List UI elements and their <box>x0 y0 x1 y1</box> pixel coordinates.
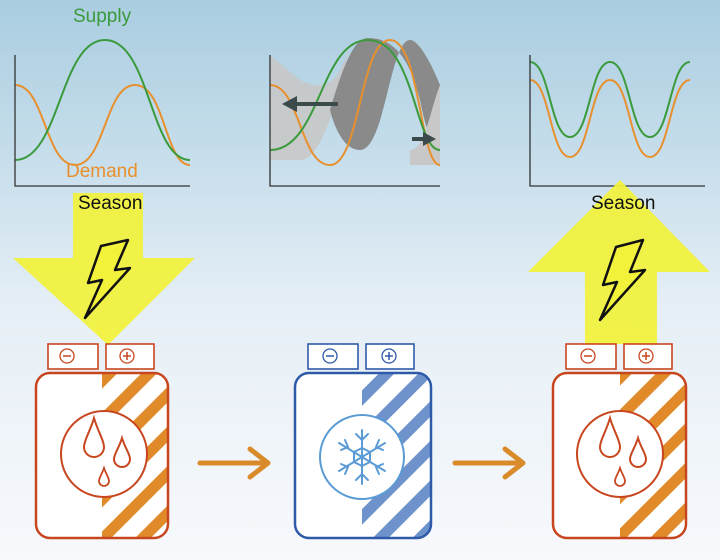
surplus-shade <box>330 38 440 150</box>
charge-arrow <box>13 193 195 345</box>
warm-battery-discharging <box>551 343 688 540</box>
snowflake-icon <box>319 414 405 500</box>
shift-arrow-left <box>282 96 338 112</box>
demand-curve <box>14 83 191 167</box>
chart-axes-2 <box>269 55 440 187</box>
deficit-shade-left <box>270 40 350 160</box>
shift-arrow-right <box>412 132 436 146</box>
chart-axes-3 <box>529 55 705 187</box>
supply-demand-chart: Supply Demand <box>14 6 191 187</box>
season-label-right: Season <box>591 193 655 214</box>
discharge-arrow <box>528 180 710 344</box>
season-label-left: Season <box>78 193 142 214</box>
terminal-minus <box>47 343 99 370</box>
shift-chart <box>269 38 440 187</box>
lightning-bolt-icon <box>83 238 132 320</box>
demand-curve-3 <box>529 78 691 159</box>
supply-curve <box>14 38 191 161</box>
demand-curve-2 <box>270 38 440 167</box>
supply-label: Supply <box>73 6 132 27</box>
flow-arrow-1 <box>197 446 271 480</box>
terminal-minus-2 <box>307 343 359 370</box>
chart-axes <box>14 55 190 187</box>
warm-battery-charged <box>34 343 170 540</box>
terminal-minus-3 <box>565 343 617 370</box>
heat-droplets-icon-2 <box>576 410 664 498</box>
demand-label: Demand <box>66 161 138 182</box>
terminal-plus <box>105 343 155 370</box>
terminal-plus-3 <box>623 343 673 370</box>
heat-droplets-icon <box>60 410 148 498</box>
supply-curve-2 <box>270 38 440 151</box>
flow-arrow-2 <box>452 446 526 480</box>
supply-curve-3 <box>529 60 691 139</box>
cold-battery-stored <box>293 343 433 540</box>
balanced-chart <box>529 55 705 187</box>
terminal-plus-2 <box>365 343 415 370</box>
lightning-bolt-icon-2 <box>598 238 647 322</box>
